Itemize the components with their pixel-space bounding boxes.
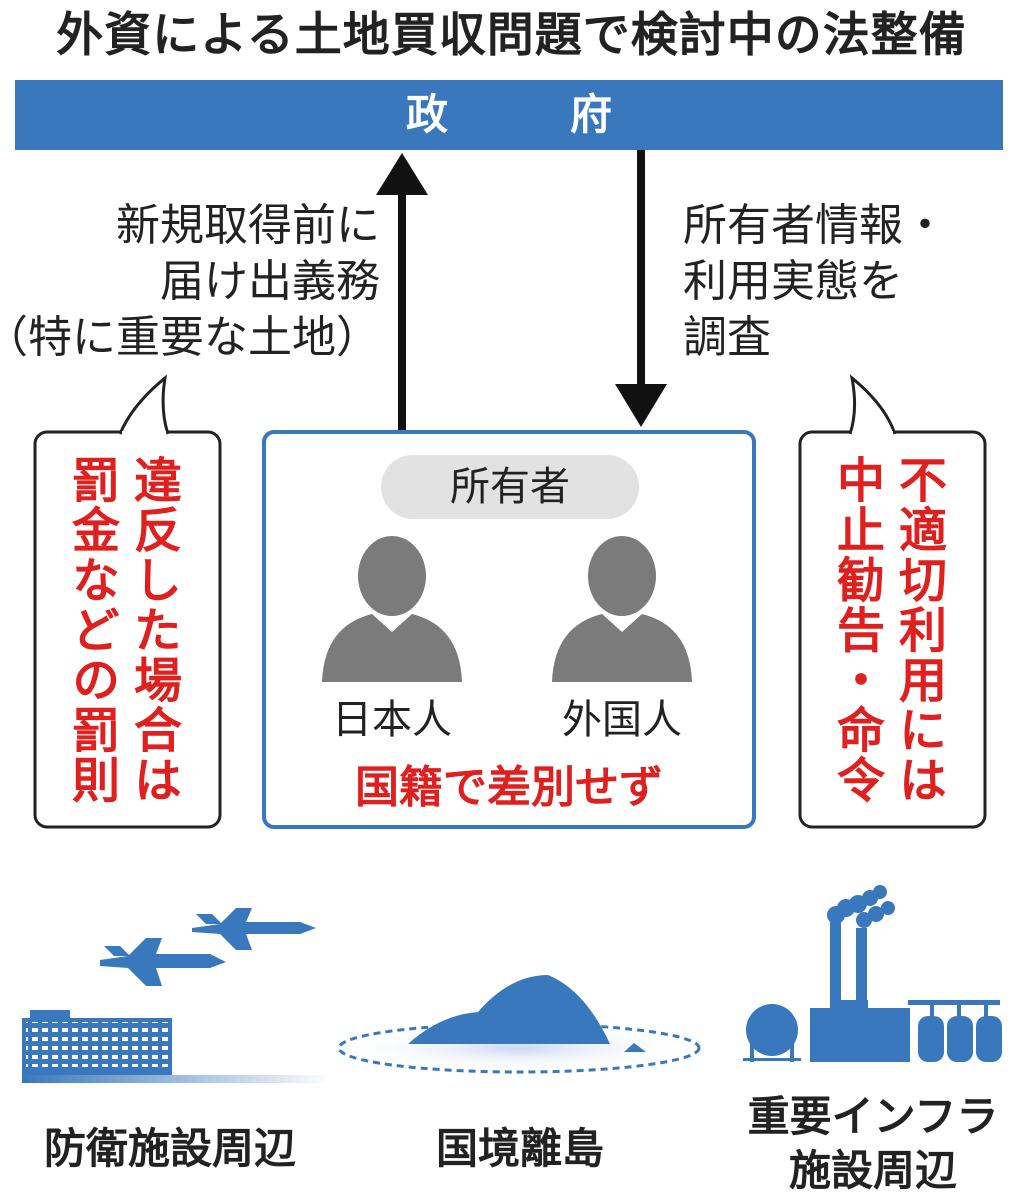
japanese-label: 日本人 (332, 697, 452, 743)
note-line: 調査 (683, 312, 771, 363)
note-line: （特に重要な土地） (0, 312, 380, 363)
infra-label-line: 施設周辺 (788, 1146, 957, 1195)
page-title: 外資による土地買収問題で検討中の法整備 (56, 8, 967, 63)
investigation-text: 所有者情報・ 利用実態を 調査 (683, 198, 947, 366)
notification-duty-text: 新規取得前に 届け出義務 （特に重要な土地） (0, 198, 380, 366)
fighter-jet-icon (100, 938, 226, 986)
person-foreigner-icon (552, 536, 692, 682)
down-arrow (615, 150, 667, 427)
note-line: 利用実態を (683, 256, 903, 307)
island-area-label: 国境離島 (435, 1124, 604, 1173)
owner-label: 所有者 (381, 455, 639, 519)
up-arrow (376, 153, 428, 432)
foreigner-label: 外国人 (562, 697, 682, 743)
defense-building-icon (22, 1010, 332, 1083)
left-speech-bubble (33, 374, 222, 829)
no-discrimination-text: 国籍で差別せず (355, 762, 663, 813)
infrastructure-plant-icon (743, 885, 1002, 1062)
government-bar: 政 府 (15, 80, 1003, 150)
note-line: 届け出義務 (160, 256, 380, 307)
note-line: 所有者情報・ (683, 200, 947, 251)
infrastructure-area-label: 重要インフラ 施設周辺 (723, 1090, 1023, 1198)
infra-label-line: 重要インフラ (747, 1092, 999, 1141)
border-island-icon (337, 975, 701, 1074)
fighter-jet-icon (192, 908, 316, 950)
person-japanese-icon (322, 536, 462, 682)
note-line: 新規取得前に (116, 200, 380, 251)
defense-area-label: 防衛施設周辺 (43, 1124, 296, 1173)
owner-box (262, 430, 756, 829)
suspension-order-text: 不適切利用には中止勧告・命令 (828, 455, 946, 805)
penalty-text: 違反した場合は罰金などの罰則 (63, 455, 181, 805)
right-speech-bubble (798, 374, 987, 829)
